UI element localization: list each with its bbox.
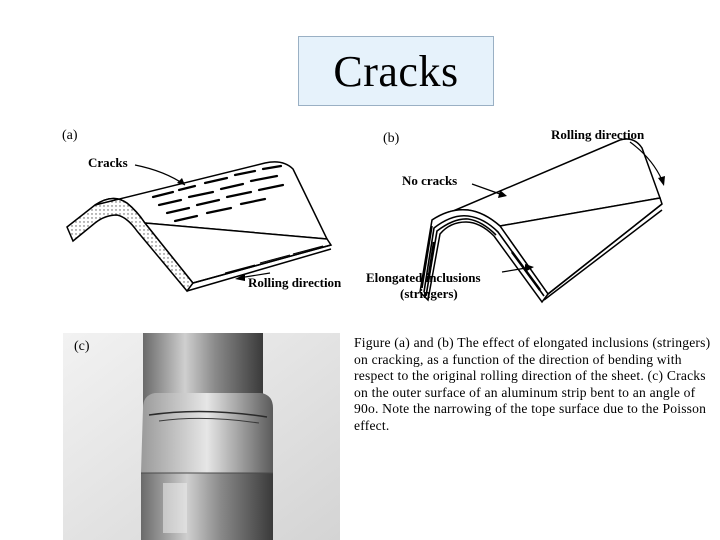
inclusions-label-line1: Elongated inclusions (366, 270, 481, 285)
figure-a-illustration: Cracks Rolling direction (66, 155, 342, 293)
panel-label-c: (c) (74, 339, 90, 354)
panel-label-b: (b) (383, 131, 400, 146)
title-box: Cracks (298, 36, 494, 106)
caption-text: Figure (a) and (b) The effect of elongat… (354, 335, 711, 433)
slide-title: Cracks (333, 46, 459, 96)
rolling-direction-label-b: Rolling direction (551, 127, 645, 142)
panel-label-a: (a) (62, 128, 78, 143)
inclusions-label-line2: (stringers) (400, 286, 458, 301)
figure-c-photo (63, 333, 340, 540)
figure-b-illustration: Rolling direction No cracks Elongated in… (366, 127, 665, 304)
no-cracks-label: No cracks (402, 173, 457, 188)
cracks-label: Cracks (88, 155, 128, 170)
figure-caption: Figure (a) and (b) The effect of elongat… (354, 335, 714, 434)
rolling-direction-label-a: Rolling direction (248, 275, 342, 290)
